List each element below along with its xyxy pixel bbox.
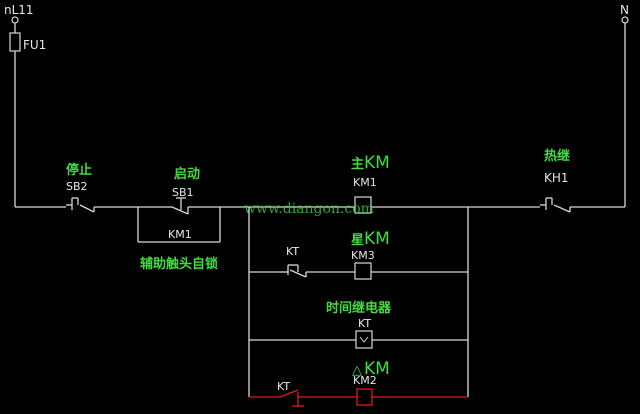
star-coil-km3 (354, 262, 372, 280)
delta-contact-label: KT (277, 380, 290, 393)
watermark: www.diangon.com (244, 201, 374, 217)
star-coil-cn: 星 (351, 233, 364, 248)
delta-coil-cn: △ (352, 363, 362, 378)
thermal-cn-label: 热继 (544, 148, 570, 164)
delta-coil-km: KM (364, 359, 390, 379)
aux-contact-label: KM1 (168, 228, 192, 241)
delta-coil-label: KM2 (353, 374, 377, 387)
stop-cn-label: 停止 (66, 162, 92, 178)
timer-coil-label: KT (358, 317, 371, 330)
timer-coil-kt (355, 330, 373, 349)
delta-coil-km2 (356, 388, 373, 406)
main-coil-km1 (354, 196, 372, 214)
left-terminal-label: nL11 (4, 3, 34, 17)
right-terminal (621, 16, 629, 24)
stop-label: SB2 (66, 180, 88, 193)
right-terminal-label: N (620, 3, 629, 17)
delta-timer-contact-kt (279, 389, 304, 407)
timer-cn-label: 时间继电器 (326, 300, 392, 316)
fuse-label: FU1 (23, 38, 46, 52)
main-coil-cn: 主 (351, 156, 364, 172)
star-coil-label: KM3 (351, 249, 375, 262)
thermal-label: KH1 (544, 171, 569, 185)
fuse-fu1 (9, 32, 21, 52)
main-coil-km: KM (364, 153, 390, 173)
star-coil-km: KM (364, 229, 390, 249)
star-timer-contact-kt (280, 264, 307, 278)
main-coil-label: KM1 (353, 176, 377, 189)
left-terminal (11, 16, 19, 24)
thermal-relay-kh1 (540, 197, 571, 213)
start-button-sb1 (166, 197, 189, 215)
start-label: SB1 (172, 186, 194, 199)
aux-cn-label: 辅助触头自锁 (140, 256, 218, 272)
start-cn-label: 启动 (174, 166, 200, 182)
timer-coil-mark (359, 336, 369, 343)
star-contact-label: KT (286, 245, 299, 258)
stop-button-sb2 (66, 197, 95, 213)
